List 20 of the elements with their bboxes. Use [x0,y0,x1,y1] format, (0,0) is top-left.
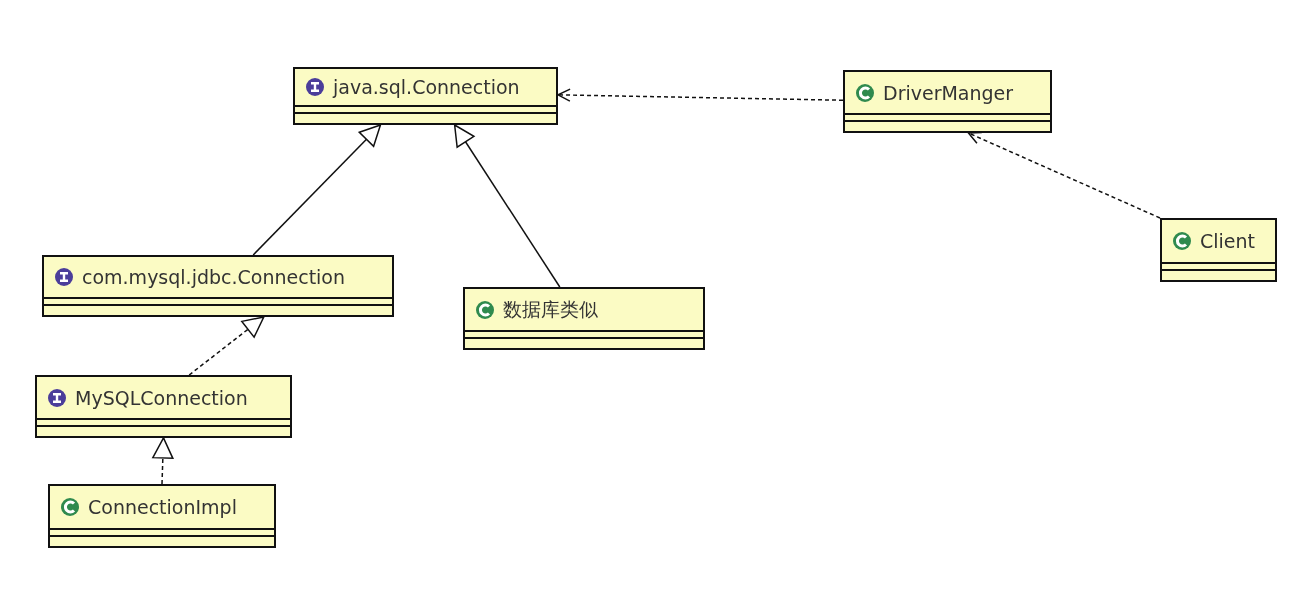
realization-arrow [152,437,174,485]
generalization-arrow [453,124,561,288]
realization-arrow [188,316,265,376]
class-name: DriverManger [883,81,1014,104]
dependency-arrow [967,131,1161,219]
class-box [463,287,705,350]
class-box [48,484,276,548]
generalization-arrow [252,124,382,256]
class-name: java.sql.Connection [333,76,520,98]
class-name: com.mysql.jdbc.Connection [82,266,346,288]
class-name: ConnectionImpl [88,496,237,518]
class-box [293,67,558,125]
dependency-arrow [557,88,844,102]
class-box [843,70,1052,133]
class-box [1160,218,1277,282]
class-name: 数据库类似 [503,296,598,322]
class-name: Client [1200,230,1255,252]
class-box [35,375,292,438]
class-box [42,255,394,317]
class-name: MySQLConnection [75,386,248,409]
